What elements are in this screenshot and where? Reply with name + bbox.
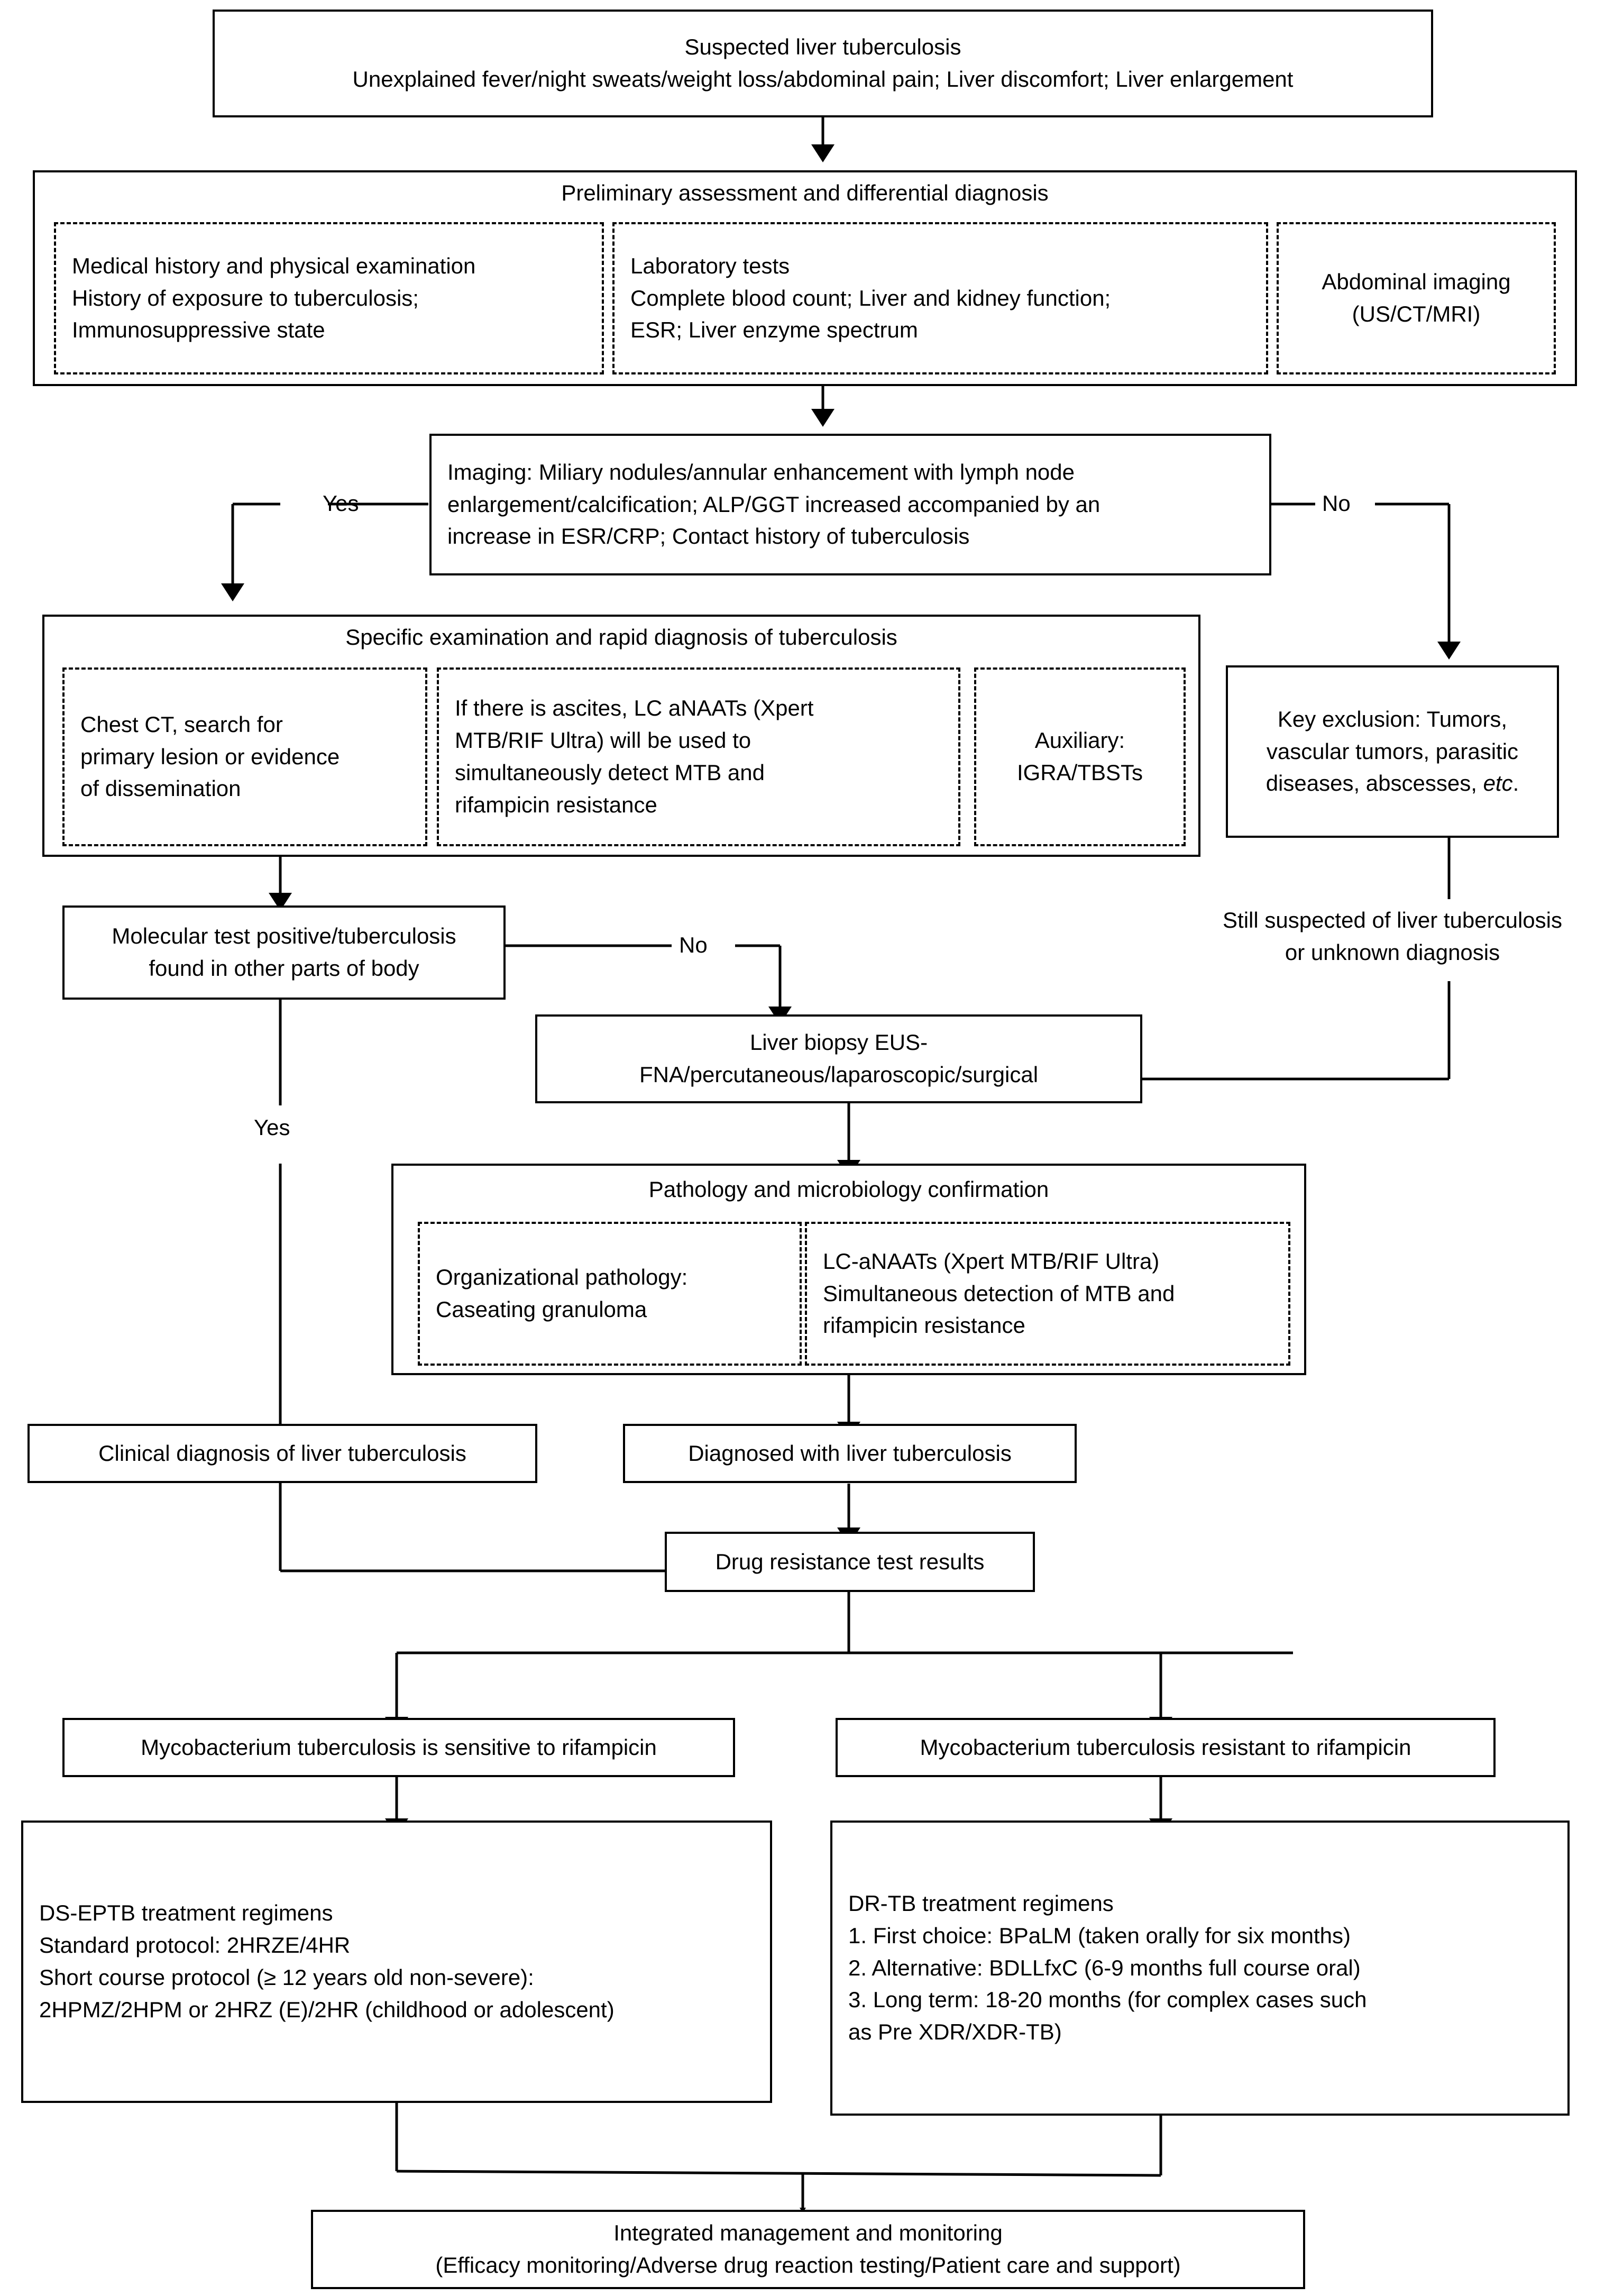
key-exclusion-main: Key exclusion: Tumors, vascular tumors, … [1265,706,1519,796]
key-exclusion-text: Key exclusion: Tumors, vascular tumors, … [1266,703,1519,800]
medical-history-text: Medical history and physical examination… [72,253,476,343]
node-clinical-diagnosis: Clinical diagnosis of liver tuberculosis [27,1424,537,1483]
node-ds-eptb-regimens: DS-EPTB treatment regimens Standard prot… [21,1821,772,2103]
edge-label-molecular-yes: Yes [254,1115,290,1140]
suspected-title: Suspected liver tuberculosis [684,34,961,60]
subbox-organizational-pathology: Organizational pathology: Caseating gran… [418,1222,802,1366]
laboratory-tests-text: Laboratory tests Complete blood count; L… [630,253,1111,343]
subbox-chest-ct: Chest CT, search for primary lesion or e… [62,667,427,846]
key-exclusion-period: . [1512,771,1519,796]
subbox-medical-history: Medical history and physical examination… [54,222,604,374]
subbox-lc-anaats-confirm: LC-aNAATs (Xpert MTB/RIF Ultra) Simultan… [805,1222,1290,1366]
edge-label-imaging-no: No [1322,491,1351,516]
ds-eptb-text: DS-EPTB treatment regimens Standard prot… [39,1900,615,2022]
node-molecular-test-positive: Molecular test positive/tuberculosis fou… [62,905,506,1000]
node-sensitive-rifampicin: Mycobacterium tuberculosis is sensitive … [62,1718,735,1777]
lc-anaats-confirm-text: LC-aNAATs (Xpert MTB/RIF Ultra) Simultan… [823,1248,1175,1338]
node-key-exclusion: Key exclusion: Tumors, vascular tumors, … [1226,665,1559,838]
preliminary-assessment-title: Preliminary assessment and differential … [561,180,1049,205]
lc-anaats-text: If there is ascites, LC aNAATs (Xpert MT… [455,696,814,817]
imaging-decision-text: Imaging: Miliary nodules/annular enhance… [447,459,1101,549]
suspected-symptoms: Unexplained fever/night sweats/weight lo… [352,67,1294,92]
edge-label-molecular-no: No [679,932,708,957]
subbox-lc-anaats: If there is ascites, LC aNAATs (Xpert MT… [437,667,960,846]
organizational-pathology-text: Organizational pathology: Caseating gran… [436,1265,688,1322]
node-imaging-decision: Imaging: Miliary nodules/annular enhance… [429,434,1271,575]
resistant-text: Mycobacterium tuberculosis resistant to … [920,1734,1411,1760]
auxiliary-igra-text: Auxiliary: IGRA/TBSTs [1016,728,1143,785]
liver-biopsy-text: Liver biopsy EUS- FNA/percutaneous/lapar… [639,1030,1039,1087]
abdominal-imaging-text: Abdominal imaging (US/CT/MRI) [1322,269,1511,326]
node-suspected-liver-tb: Suspected liver tuberculosis Unexplained… [213,10,1433,117]
node-drug-resistance-test: Drug resistance test results [665,1532,1035,1592]
dr-tb-text: DR-TB treatment regimens 1. First choice… [848,1890,1367,2045]
subbox-auxiliary-igra: Auxiliary: IGRA/TBSTs [974,667,1186,846]
subbox-laboratory-tests: Laboratory tests Complete blood count; L… [612,222,1268,374]
key-exclusion-etc: etc [1483,771,1513,796]
node-liver-biopsy: Liver biopsy EUS- FNA/percutaneous/lapar… [535,1014,1142,1103]
integrated-line1: Integrated management and monitoring [613,2220,1003,2246]
chest-ct-text: Chest CT, search for primary lesion or e… [80,711,340,801]
diagnosed-text: Diagnosed with liver tuberculosis [688,1440,1012,1466]
subbox-abdominal-imaging: Abdominal imaging (US/CT/MRI) [1277,222,1556,374]
node-diagnosed-liver-tb: Diagnosed with liver tuberculosis [623,1424,1077,1483]
pathology-title: Pathology and microbiology confirmation [648,1177,1049,1202]
node-resistant-rifampicin: Mycobacterium tuberculosis resistant to … [836,1718,1496,1777]
node-dr-tb-regimens: DR-TB treatment regimens 1. First choice… [830,1821,1570,2116]
molecular-test-text: Molecular test positive/tuberculosis fou… [112,923,456,981]
text-still-suspected: Still suspected of liver tuberculosis or… [1223,908,1562,965]
specific-examination-title: Specific examination and rapid diagnosis… [345,625,897,650]
clinical-diagnosis-text: Clinical diagnosis of liver tuberculosis [98,1440,466,1466]
integrated-line2: (Efficacy monitoring/Adverse drug reacti… [435,2253,1181,2277]
node-integrated-management: Integrated management and monitoring (Ef… [311,2210,1305,2289]
drug-resistance-text: Drug resistance test results [715,1549,985,1574]
edge-label-imaging-yes: Yes [323,491,359,516]
sensitive-text: Mycobacterium tuberculosis is sensitive … [141,1734,657,1760]
